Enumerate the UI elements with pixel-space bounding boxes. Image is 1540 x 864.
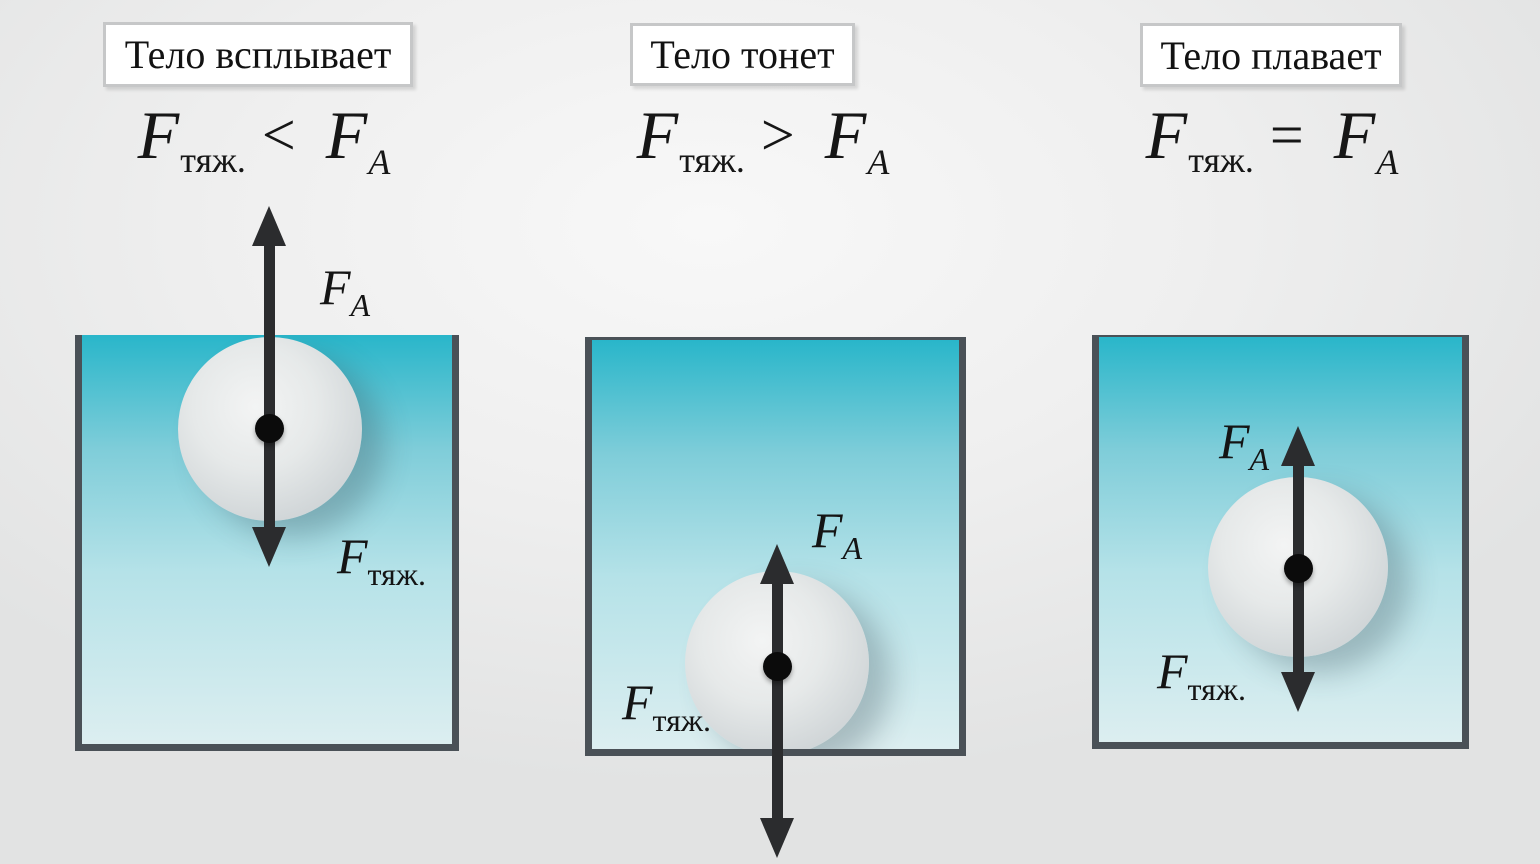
buoyant-force-subscript: A [1376,142,1399,182]
relation-sign: > [760,102,795,168]
panel-title-box: Тело тонет [630,23,855,86]
center-of-mass-dot [763,652,792,681]
buoyant-force-subscript: A [867,142,890,182]
buoyant-force-symbol: F [325,97,368,173]
force-comparison-formula: Fтяж.=FA [1097,101,1447,180]
gravity-force-symbol: F [137,97,180,173]
gravity-force-label: Fтяж. [622,674,711,738]
buoyant-force-subscript: A [368,142,391,182]
water-tank [1092,335,1469,749]
panel-title-box: Тело всплывает [103,22,413,87]
gravity-force-subscript: тяж. [679,140,745,180]
gravity-force-label: Fтяж. [337,528,426,592]
buoyant-force-symbol: F [824,97,867,173]
gravity-force-label: Fтяж. [1157,643,1246,707]
panel-title-box: Тело плавает [1140,23,1402,87]
buoyant-force-label: FA [320,259,371,323]
panel-title: Тело плавает [1160,32,1382,78]
buoyant-force-symbol: F [1333,97,1376,173]
panel-title: Тело тонет [650,32,835,77]
panel-title: Тело всплывает [124,32,392,77]
force-comparison-formula: Fтяж.<FA [89,101,439,180]
gravity-force-symbol: F [1145,97,1188,173]
gravity-force-subscript: тяж. [1188,140,1254,180]
gravity-force-subscript: тяж. [180,140,246,180]
relation-sign: = [1269,102,1304,168]
center-of-mass-dot [1284,554,1313,583]
gravity-force-symbol: F [636,97,679,173]
relation-sign: < [261,102,296,168]
buoyant-force-label: FA [1219,413,1270,477]
center-of-mass-dot [255,414,284,443]
force-comparison-formula: Fтяж.>FA [588,101,938,180]
buoyant-force-label: FA [812,502,863,566]
